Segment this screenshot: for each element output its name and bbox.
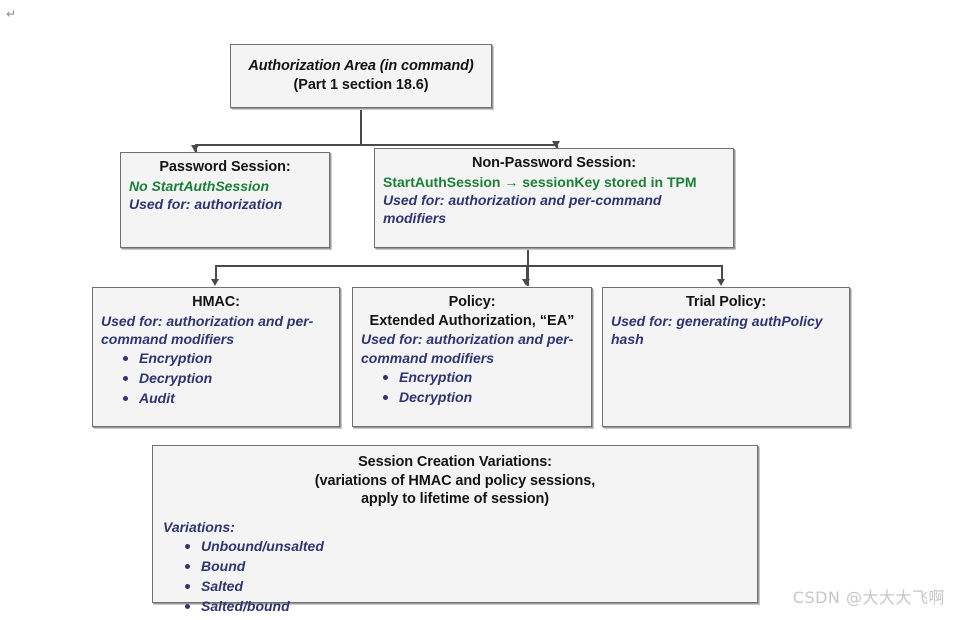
- hmac-title: HMAC:: [192, 294, 240, 310]
- password-session-usage: Used for: authorization: [129, 195, 283, 212]
- hmac-bullet-list: Encryption Decryption Audit: [101, 349, 331, 409]
- connector-to-hmac-stem: [215, 265, 217, 281]
- non-password-session-box: Non-Password Session: StartAuthSession →…: [374, 148, 734, 248]
- authorization-area-box: Authorization Area (in command) (Part 1 …: [230, 44, 492, 108]
- connector-to-trial-stem: [721, 265, 723, 281]
- arrow-to-trial-policy: [717, 279, 725, 286]
- connector-root-trunk: [360, 108, 362, 146]
- session-creation-variations-box: Session Creation Variations: (variations…: [152, 445, 758, 614]
- connector-to-policy-stem: [526, 265, 528, 281]
- list-item: Encryption: [123, 349, 331, 369]
- list-item: Encryption: [383, 368, 583, 388]
- authorization-area-title: Authorization Area (in command): [248, 58, 474, 75]
- policy-subtitle: Extended Authorization, “EA”: [369, 312, 575, 329]
- list-item: Decryption: [383, 388, 583, 408]
- connector-npw-trunk: [527, 248, 529, 286]
- password-session-box: Password Session: No StartAuthSession Us…: [120, 152, 330, 248]
- variations-bullet-list: Unbound/unsalted Bound Salted Salted/bou…: [163, 537, 747, 617]
- non-password-session-green-line: StartAuthSession → sessionKey stored in …: [383, 173, 697, 190]
- variations-title: Session Creation Variations:: [358, 454, 552, 470]
- non-password-session-title: Non-Password Session:: [472, 155, 636, 171]
- list-item: Salted: [185, 577, 747, 597]
- trial-policy-usage: Used for: generating authPolicy hash: [611, 312, 823, 348]
- list-item: Audit: [123, 389, 331, 409]
- trial-policy-title: Trial Policy:: [685, 294, 767, 310]
- paragraph-return-mark: ↵: [6, 7, 17, 21]
- list-item: Salted/bound: [185, 597, 747, 617]
- policy-usage: Used for: authorization and per-command …: [361, 331, 574, 366]
- hmac-box: HMAC: Used for: authorization and per-co…: [92, 287, 340, 427]
- non-password-session-usage: Used for: authorization and per-command …: [383, 191, 662, 227]
- policy-bullet-list: Encryption Decryption: [361, 368, 583, 408]
- hmac-usage: Used for: authorization and per-command …: [101, 312, 314, 348]
- policy-title: Policy:: [448, 294, 496, 310]
- authorization-area-subtitle: (Part 1 section 18.6): [293, 77, 429, 93]
- list-item: Unbound/unsalted: [185, 537, 747, 557]
- policy-box: Policy: Extended Authorization, “EA” Use…: [352, 287, 592, 427]
- arrow-to-password-session: [191, 145, 199, 152]
- connector-npw-crossbar: [216, 265, 723, 267]
- arrow-to-hmac: [211, 279, 219, 286]
- arrow-to-policy: [522, 279, 530, 286]
- trial-policy-box: Trial Policy: Used for: generating authP…: [602, 287, 850, 427]
- arrow-to-non-password-session: [552, 141, 560, 148]
- password-session-title: Password Session:: [159, 159, 291, 175]
- variations-subtitle-line2: apply to lifetime of session): [360, 491, 550, 508]
- list-item: Decryption: [123, 369, 331, 389]
- password-session-green-line: No StartAuthSession: [129, 177, 270, 194]
- variations-label: Variations:: [163, 518, 235, 535]
- list-item: Bound: [185, 557, 747, 577]
- watermark: CSDN @大大大飞啊: [792, 588, 945, 607]
- connector-root-crossbar: [196, 144, 558, 146]
- variations-subtitle-line1: (variations of HMAC and policy sessions,: [314, 472, 596, 489]
